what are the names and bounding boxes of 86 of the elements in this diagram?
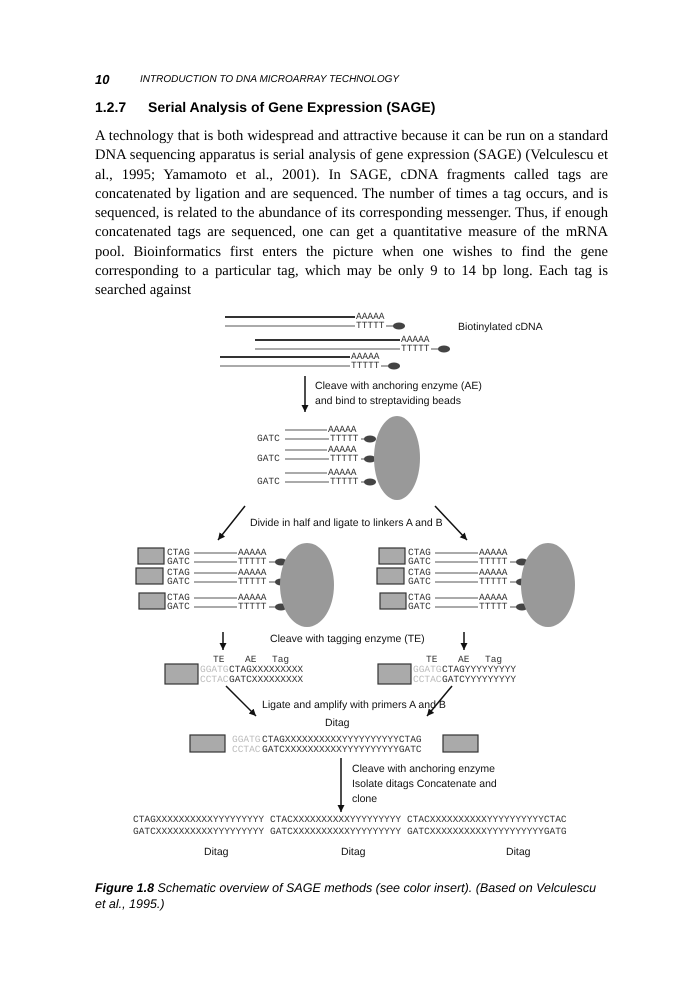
sequence-text: CTAGXXXXXXXXXXYYYYYYYYY: [133, 815, 264, 825]
sequence-text: TTTTT: [238, 602, 267, 612]
sequence-text: AAAAA: [356, 312, 385, 322]
sequence-text: GGATG: [413, 665, 442, 675]
section-number: 1.2.7: [95, 99, 126, 115]
step-label: Cleave with tagging enzyme (TE): [270, 633, 425, 646]
sequence-text: GATC: [167, 557, 190, 567]
sequence-text: TTTTT: [238, 577, 267, 587]
sequence-text: TTTTT: [330, 454, 359, 464]
sequence-text: AAAAA: [328, 425, 357, 435]
sequence-text: CTAGXXXXXXXXX: [229, 665, 304, 675]
sequence-text: TTTTT: [351, 361, 380, 371]
sequence-text: GATCXXXXXXXXXXYYYYYYYYY: [133, 827, 264, 837]
ditag-label: Ditag: [341, 846, 366, 859]
sequence-text: AAAAA: [238, 593, 267, 603]
sequence-text: CTAG: [408, 548, 431, 558]
arrow: [302, 376, 308, 412]
figure-caption: Figure 1.8 Schematic overview of SAGE methods (see color insert). (Based on Velculescu et al., 1995.): [95, 880, 598, 912]
sequence-text: AAAAA: [238, 568, 267, 578]
page-number: 10: [95, 72, 110, 87]
sequence-text: CTAGYYYYYYYYY: [442, 665, 516, 675]
region-label: Tag: [272, 655, 290, 665]
sequence-text: CCTAC: [200, 675, 229, 685]
arrow: [217, 506, 246, 540]
sequence-text: CTACXXXXXXXXXXYYYYYYYYY: [270, 815, 402, 825]
running-header: INTRODUCTION TO DNA MICROARRAY TECHNOLOGY: [140, 74, 400, 85]
sequence-text: TTTTT: [479, 557, 508, 567]
step-label: Cleave with anchoring enzyme Isolate ditags Concatenate and clone: [352, 762, 498, 807]
sequence-text: GATC: [167, 602, 190, 612]
sequence-text: AAAAA: [328, 468, 357, 478]
arrow: [434, 505, 468, 541]
sequence-text: TTTTT: [330, 434, 359, 444]
arrow: [225, 685, 257, 717]
sequence-text: GATC: [257, 454, 280, 464]
sequence-text: TTTTT: [479, 577, 508, 587]
sequence-text: AAAAA: [479, 548, 508, 558]
sequence-text: TTTTT: [330, 477, 359, 487]
sequence-text: CTAG: [167, 568, 190, 578]
sequence-text: GATCXXXXXXXXXXYYYYYYYYYYGATG: [407, 827, 567, 837]
sequence-text: GATCXXXXXXXXXXYYYYYYYYY: [270, 827, 402, 837]
sequence-text: GGATG: [200, 665, 229, 675]
sequence-text: AAAAA: [351, 352, 380, 362]
sequence-text: GATC: [408, 557, 431, 567]
sequence-text: GATCYYYYYYYYY: [442, 675, 516, 685]
sequence-text: TTTTT: [356, 321, 385, 331]
sequence-text: TTTTT: [479, 602, 508, 612]
sequence-text: GATC: [408, 577, 431, 587]
sequence-text: GATC: [408, 602, 431, 612]
sequence-text: CTAG: [408, 593, 431, 603]
sequence-text: AAAAA: [238, 548, 267, 558]
sequence-text: AAAAA: [479, 593, 508, 603]
arrow: [338, 758, 344, 812]
sequence-text: AAAAA: [401, 335, 430, 345]
sequence-text: CTAGXXXXXXXXXXYYYYYYYYYYCTAG: [262, 735, 422, 745]
region-label: AE: [458, 655, 470, 665]
sequence-text: GATC: [257, 434, 280, 444]
region-label: Tag: [485, 655, 502, 665]
sequence-text: AAAAA: [479, 568, 508, 578]
sequence-text: GATC: [167, 577, 190, 587]
sequence-text: GGATG: [232, 735, 261, 745]
ditag-label: Ditag: [325, 717, 350, 730]
region-label: TE: [213, 655, 224, 665]
body-paragraph: A technology that is both widespread and attractive because it can be run on a standard DNA sequencing apparatus is serial analysis of gene expression (SAGE) (Velculescu et al., 1995; Yamamoto et al., 2001). In SAGE, cDNA fragments called tags are concatenated by ligation and are sequenced. The number of times a tag occurs, and is sequenced, is related to the abundance of its corresponding messenger. Thus, if enough concatenated tags are sequenced, one can get a quantitative measure of the mRNA pool. Bioinformatics first enters the picture when one wishes to find the gene corresponding to a particular tag, which may be only 9 to 14 bp long. Each tag is searched against: [95, 127, 608, 300]
arrow: [426, 686, 453, 716]
ditag-label: Ditag: [506, 846, 531, 859]
ditag-label: Ditag: [204, 846, 229, 859]
arrow: [460, 632, 468, 650]
sequence-text: AAAAA: [328, 445, 357, 455]
region-label: AE: [245, 655, 256, 665]
sequence-text: GATCXXXXXXXXX: [229, 675, 304, 685]
sequence-text: GATC: [257, 477, 280, 487]
annotation-text: Biotinylated cDNA: [458, 321, 543, 334]
step-label: Cleave with anchoring enzyme (AE) and bind to streptaviding beads: [315, 379, 483, 409]
arrow: [220, 632, 226, 650]
sequence-text: TTTTT: [238, 557, 267, 567]
sequence-text: CCTAC: [232, 745, 261, 755]
sequence-text: GATCXXXXXXXXXXYYYYYYYYYYGATC: [262, 745, 422, 755]
sequence-text: CTACXXXXXXXXXXYYYYYYYYYYCTAC: [407, 815, 567, 825]
section-title: Serial Analysis of Gene Expression (SAGE): [148, 99, 436, 115]
sequence-text: CTAG: [167, 593, 190, 603]
sequence-text: CCTAC: [413, 675, 442, 685]
step-label: Divide in half and ligate to linkers A and B: [250, 517, 443, 530]
region-label: TE: [426, 655, 438, 665]
sequence-text: TTTTT: [401, 344, 430, 354]
sequence-text: CTAG: [408, 568, 431, 578]
sequence-text: CTAG: [167, 548, 190, 558]
